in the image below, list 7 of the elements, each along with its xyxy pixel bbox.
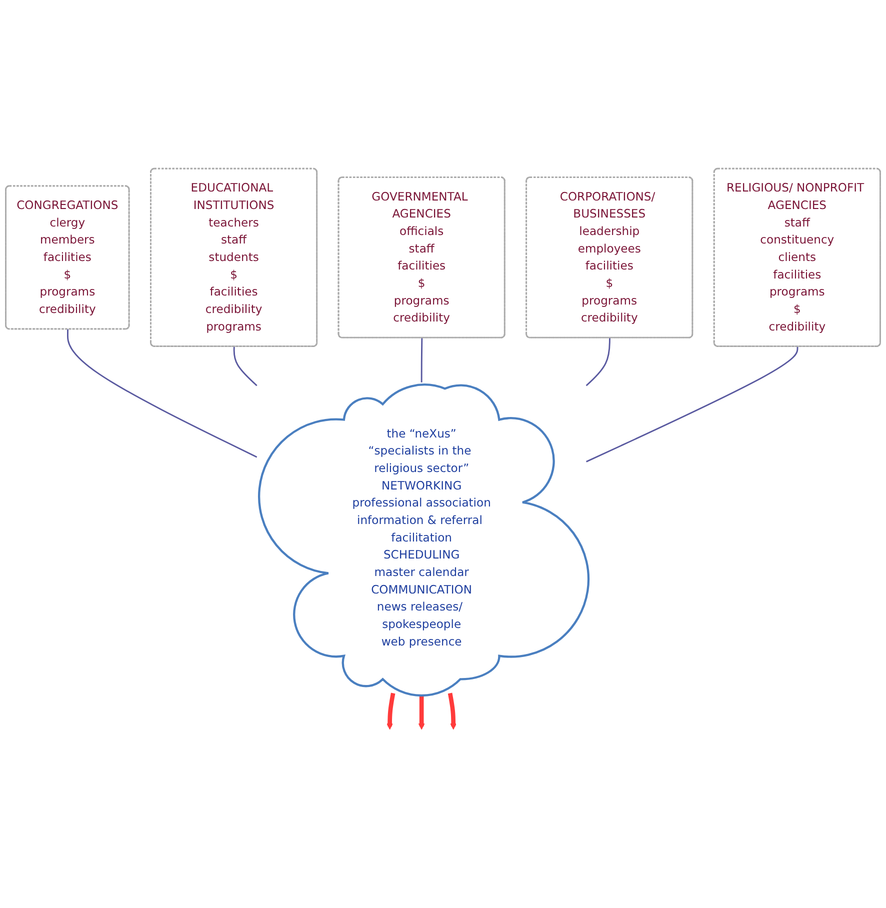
arrow: [386, 692, 396, 730]
connector: [586, 346, 798, 462]
arrow: [448, 692, 457, 730]
connector: [586, 338, 610, 386]
connector: [420, 338, 423, 382]
connector: [233, 346, 258, 386]
connector: [67, 329, 258, 458]
